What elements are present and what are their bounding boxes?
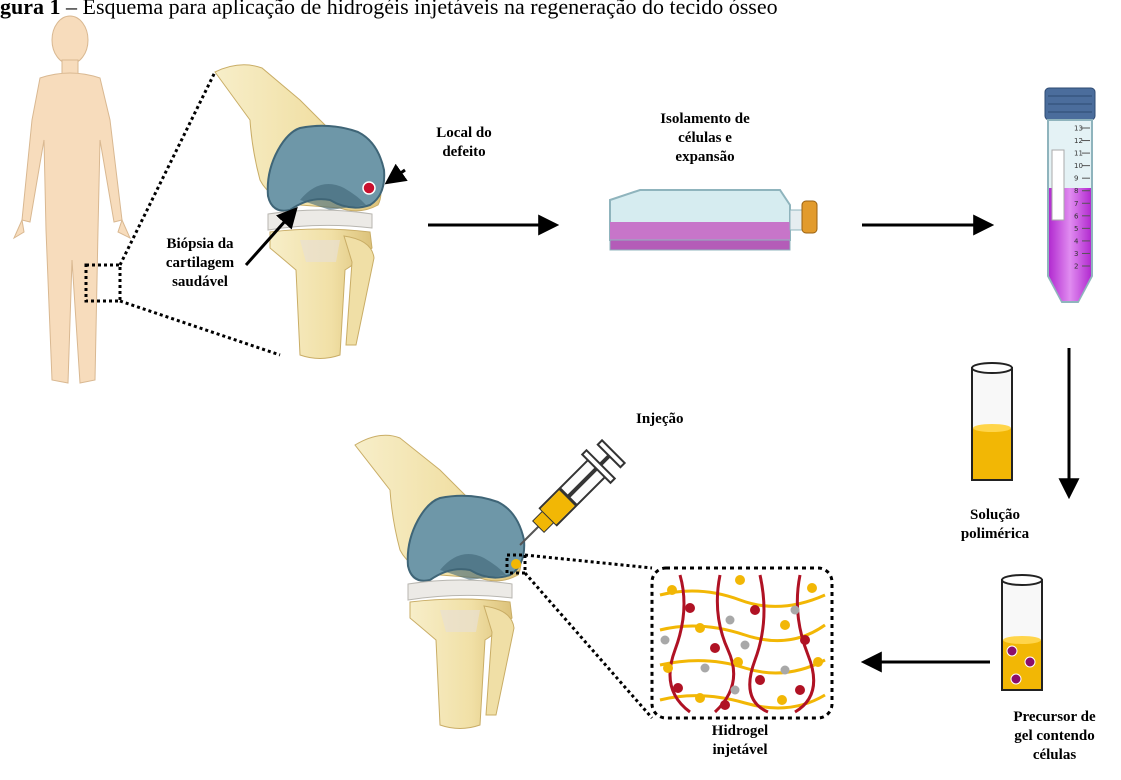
defect-marker — [363, 182, 375, 194]
label-injecao: Injeção — [636, 410, 706, 429]
syringe-icon — [506, 438, 628, 560]
knee-joint-icon-2 — [355, 435, 525, 728]
tube-scale-label: 11 — [1074, 150, 1083, 158]
falcon-tube-icon — [1045, 88, 1095, 302]
tube-scale-label: 10 — [1074, 162, 1083, 170]
tube-scale-label: 6 — [1074, 212, 1079, 220]
test-tube-cells-icon — [1002, 575, 1042, 690]
tube-scale-label: 8 — [1074, 187, 1078, 195]
knee-joint-icon — [215, 65, 384, 359]
tube-scale-label: 4 — [1074, 237, 1079, 245]
tube-scale-label: 9 — [1074, 175, 1078, 183]
culture-flask-icon — [610, 190, 817, 250]
hydrogel-network-icon — [652, 568, 832, 718]
tube-scale-label: 2 — [1074, 263, 1078, 271]
human-body-icon — [14, 16, 130, 383]
tube-scale-label: 7 — [1074, 200, 1078, 208]
tube-scale-label: 3 — [1074, 250, 1078, 258]
tube-scale-label: 12 — [1074, 137, 1083, 145]
test-tube-icon — [972, 363, 1012, 480]
tube-scale-label: 5 — [1074, 225, 1078, 233]
tube-scale-label: 13 — [1074, 125, 1083, 133]
